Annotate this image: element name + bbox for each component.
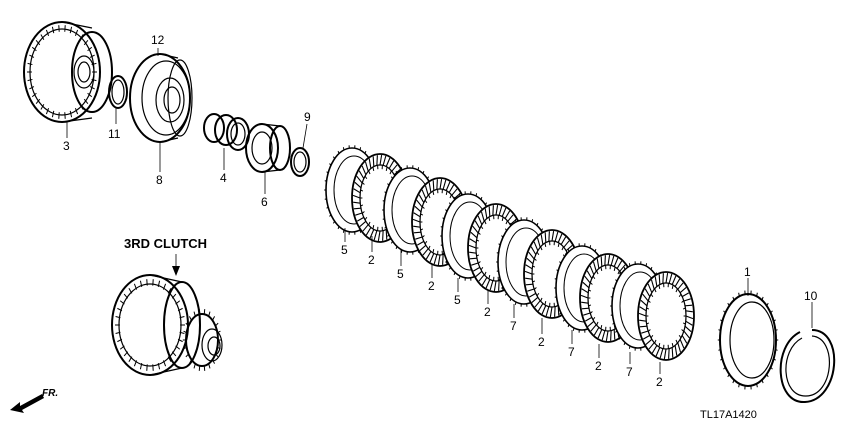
- callout-5-c: 5: [454, 293, 461, 307]
- part-6-spring-retainer: [245, 123, 291, 173]
- front-label: FR.: [42, 388, 58, 399]
- callout-8: 8: [156, 173, 163, 187]
- callout-9: 9: [304, 110, 311, 124]
- third-clutch-assembly: [111, 274, 223, 376]
- callout-2-c: 2: [484, 305, 491, 319]
- part-9-snap-ring: [290, 147, 310, 177]
- clutch-pack: [324, 145, 695, 361]
- callout-7-c: 7: [626, 365, 633, 379]
- callout-5-a: 5: [341, 243, 348, 257]
- callout-7-b: 7: [568, 345, 575, 359]
- callout-6: 6: [261, 195, 268, 209]
- callout-2-e: 2: [595, 359, 602, 373]
- part-1-end-plate: [717, 290, 779, 390]
- callout-2-b: 2: [428, 279, 435, 293]
- callout-2-f: 2: [656, 375, 663, 389]
- front-direction-arrow: [10, 394, 44, 413]
- callout-1: 1: [744, 265, 751, 279]
- callout-12: 12: [151, 33, 165, 47]
- group-label: 3RD CLUTCH: [124, 236, 207, 251]
- friction-disc: [637, 271, 695, 361]
- callout-4: 4: [220, 171, 227, 185]
- callout-2-d: 2: [538, 335, 545, 349]
- callout-2-a: 2: [368, 253, 375, 267]
- part-11-snap-ring: [108, 75, 128, 109]
- callout-5-b: 5: [397, 267, 404, 281]
- callout-3: 3: [63, 139, 70, 153]
- drawing-code: TL17A1420: [700, 409, 757, 421]
- part-10-snap-ring: [779, 329, 836, 404]
- part-3-clutch-drum: [23, 21, 113, 123]
- callout-leaders: [66, 48, 813, 374]
- group-label-arrowhead: [172, 266, 180, 276]
- callout-10: 10: [804, 289, 818, 303]
- callout-7-a: 7: [510, 319, 517, 333]
- part-8-piston: [129, 53, 193, 143]
- callout-11: 11: [108, 127, 121, 141]
- part-4-o-rings: [203, 113, 250, 151]
